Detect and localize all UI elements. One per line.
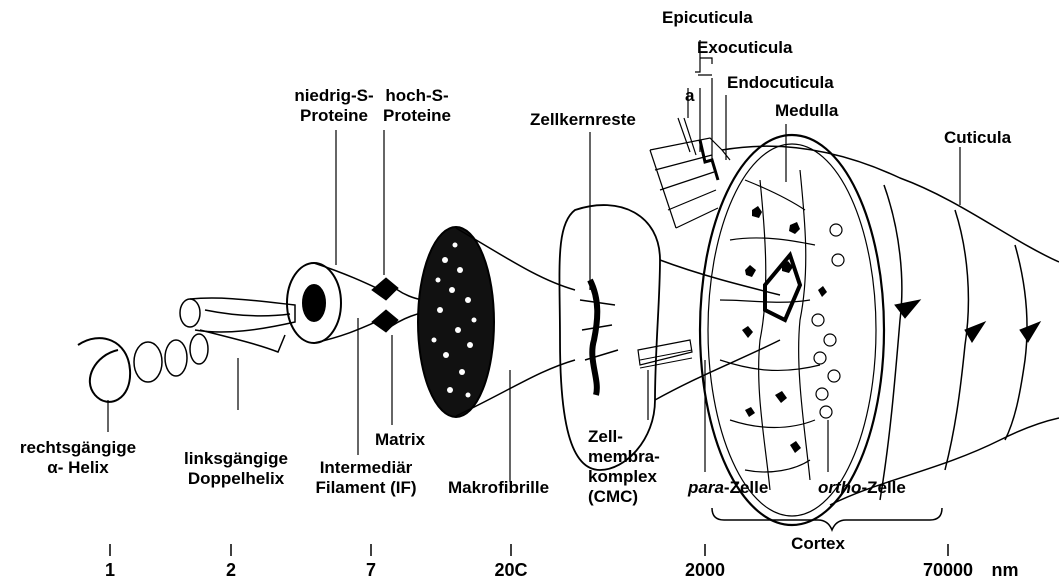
label-cuticula: Cuticula (944, 128, 1011, 148)
label-ortho-zelle: ortho-Zelle (818, 478, 906, 498)
label-cmc-line1: Zell- (588, 427, 660, 447)
helix-loop-3 (190, 334, 208, 364)
macrofibril-shape (418, 227, 575, 417)
label-doppel-line2: Doppelhelix (184, 469, 288, 489)
label-niedrig-line2: Proteine (294, 106, 373, 126)
label-alpha-helix: rechtsgängige α- Helix (20, 438, 136, 478)
label-endocuticula: Endocuticula (727, 73, 834, 93)
label-a-marker: a (685, 86, 694, 106)
label-ortho-rest: -Zelle (861, 478, 905, 497)
label-medulla: Medulla (775, 101, 838, 121)
scale-tick-label: 2000 (685, 560, 725, 581)
intermediate-filament-shape (287, 263, 440, 343)
label-para-rest: -Zelle (724, 478, 768, 497)
label-epicuticula: Epicuticula (662, 8, 753, 28)
label-para-italic: para (688, 478, 724, 497)
label-matrix: Matrix (375, 430, 425, 450)
scale-tick-label: 7 (366, 560, 376, 581)
scale-unit: nm (992, 560, 1019, 581)
label-makrofibrille: Makrofibrille (448, 478, 549, 498)
helix-loop-2 (165, 340, 187, 376)
scale-tick-label: 70000 (923, 560, 973, 581)
helix-loop-1 (134, 342, 162, 382)
label-niedrig-line1: niedrig-S- (294, 86, 373, 106)
double-helix-shape (180, 298, 295, 352)
label-doppelhelix: linksgängige Doppelhelix (184, 449, 288, 489)
label-intermediar-filament: Intermediär Filament (IF) (315, 458, 416, 498)
label-helix-line2: α- Helix (20, 458, 136, 478)
label-cmc-line4: (CMC) (588, 487, 660, 507)
label-if-line2: Filament (IF) (315, 478, 416, 498)
label-helix-line1: rechtsgängige (20, 438, 136, 458)
label-cortex: Cortex (791, 534, 845, 554)
scale-tick-label: 20C (494, 560, 527, 581)
label-hoch-s-proteine: hoch-S- Proteine (383, 86, 451, 126)
label-hoch-line1: hoch-S- (383, 86, 451, 106)
alpha-helix-coil (78, 338, 130, 402)
scale-tick-label: 2 (226, 560, 236, 581)
label-hoch-line2: Proteine (383, 106, 451, 126)
label-if-line1: Intermediär (315, 458, 416, 478)
label-zellmembrankomplex: Zell- membra- komplex (CMC) (588, 427, 660, 507)
label-ortho-italic: ortho (818, 478, 861, 497)
label-doppel-line1: linksgängige (184, 449, 288, 469)
scale-tick-label: 1 (105, 560, 115, 581)
hair-outer-body (722, 146, 1059, 505)
label-cmc-line2: membra- (588, 447, 660, 467)
label-exocuticula: Exocuticula (697, 38, 792, 58)
label-zellkernreste: Zellkernreste (530, 110, 636, 130)
label-niedrig-s-proteine: niedrig-S- Proteine (294, 86, 373, 126)
label-cmc-line3: komplex (588, 467, 660, 487)
cortex-cross-section (700, 135, 884, 525)
label-para-zelle: para-Zelle (688, 478, 768, 498)
